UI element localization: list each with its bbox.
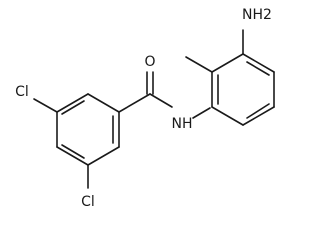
methyl-bond [185, 56, 213, 73]
amide-nitrogen-label: NH [172, 116, 193, 132]
amino-group-label: NH2 [242, 7, 272, 23]
chlorine-upper-label: Cl [15, 84, 29, 100]
structure-canvas: O NH NH2 Cl Cl [15, 7, 275, 210]
dichlorophenyl-ring [56, 93, 120, 166]
aminomethylphenyl-ring [211, 53, 275, 126]
chlorine-lower-label: Cl [81, 194, 95, 210]
chlorine-upper-bond [33, 98, 58, 113]
oxygen-label: O [144, 54, 155, 70]
amide-linkage [118, 71, 211, 119]
